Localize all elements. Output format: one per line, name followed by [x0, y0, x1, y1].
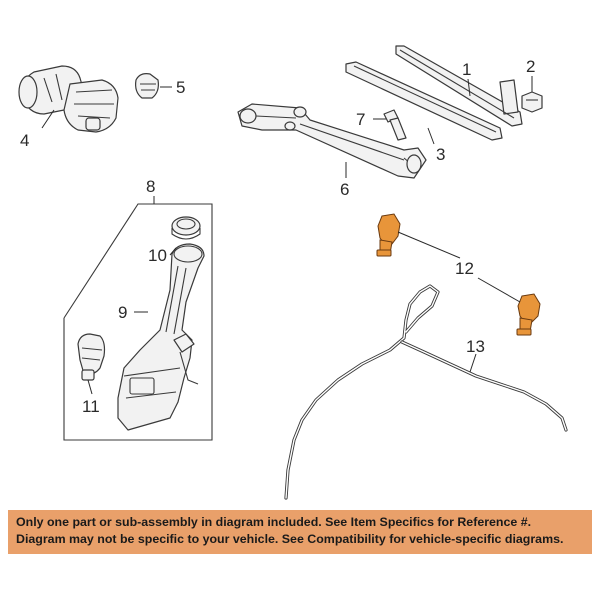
washer-hose-part [284, 284, 568, 500]
wiper-motor-part [18, 65, 119, 133]
washer-reservoir-part [117, 243, 205, 431]
callout-9: 9 [118, 303, 127, 322]
callout-2: 2 [526, 57, 535, 76]
callout-13: 13 [466, 337, 485, 356]
nut-part [521, 91, 543, 113]
bolt-part [383, 109, 407, 141]
washer-nozzle-upper-part [376, 213, 401, 257]
wiper-arm-blade-part [345, 45, 523, 141]
grommet-part [135, 73, 159, 99]
disclaimer-line-2: Diagram may not be specific to your vehi… [16, 532, 564, 546]
callout-4: 4 [20, 131, 29, 150]
disclaimer-line-1: Only one part or sub-assembly in diagram… [16, 515, 532, 529]
reservoir-cap-part [171, 216, 201, 240]
wiper-linkage-part [237, 103, 427, 179]
callout-12: 12 [455, 259, 474, 278]
callout-1: 1 [462, 60, 471, 79]
callout-11: 11 [82, 397, 100, 416]
washer-nozzle-lower-part [516, 293, 541, 336]
washer-pump-part [77, 333, 106, 381]
callout-5: 5 [176, 78, 185, 97]
disclaimer-banner: Only one part or sub-assembly in diagram… [8, 510, 592, 554]
callout-7: 7 [356, 110, 365, 129]
callout-10: 10 [148, 246, 167, 265]
reservoir-group-box [63, 203, 213, 441]
leader-lines [41, 76, 533, 395]
callout-6: 6 [340, 180, 349, 199]
callout-3: 3 [436, 145, 445, 164]
callout-8: 8 [146, 177, 155, 196]
